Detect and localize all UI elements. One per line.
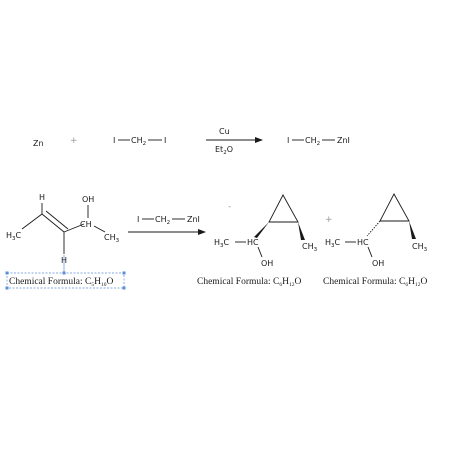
atom-h3c: H3C (6, 231, 22, 242)
atom-ch3: CH3 (412, 242, 428, 253)
catalyst-label: Cu (219, 127, 230, 136)
reaction-arrow-1: Cu Et2O (206, 127, 263, 156)
selection-handle (5, 271, 9, 275)
iodomethylzinc-iodide: I CH2 ZnI (287, 136, 350, 147)
product-1-formula: Chemical Formula: C6H12O (197, 277, 301, 288)
iodine-left: I (287, 136, 289, 145)
reagent-iodine: I (137, 215, 139, 224)
selection-frame (6, 272, 125, 289)
ch2-label: CH2 (305, 136, 320, 147)
selection-handle (5, 286, 9, 290)
reagent-ch2: CH2 (155, 215, 170, 226)
selection-handle (62, 271, 66, 275)
selection-handle (122, 271, 126, 275)
atom-ch: CH (80, 220, 92, 229)
product-2-formula: Chemical Formula: C6H12O (323, 277, 427, 288)
reaction-arrow-2: I CH2 ZnI (128, 215, 206, 235)
atom-h3c: H3C (325, 238, 341, 249)
atom-h3c: H3C (214, 238, 230, 249)
dash-mark: - (228, 202, 231, 212)
cyclopropane-ring (268, 194, 299, 223)
hashed-bond (366, 220, 381, 237)
atom-oh: OH (261, 259, 273, 268)
plus-sign-1: + (70, 136, 78, 146)
bond (21, 213, 43, 230)
atom-oh: OH (82, 195, 94, 204)
atom-ch3: CH3 (104, 233, 120, 244)
atom-hc: HC (357, 238, 369, 247)
double-bond (41, 213, 65, 233)
atom-oh: OH (372, 259, 384, 268)
bond (63, 223, 85, 233)
iodine-right: I (164, 136, 166, 145)
atom-hc: HC (247, 238, 259, 247)
wedge-bond (254, 222, 269, 238)
plus-sign-2: + (325, 215, 333, 225)
selection-handle (122, 286, 126, 290)
zinc-label: Zn (33, 139, 44, 148)
atom-ch3: CH3 (302, 242, 318, 253)
reactant-alkenol: H H3C H CH OH CH3 (6, 193, 120, 272)
cyclopropane-ring (379, 193, 410, 222)
reactant-formula-box[interactable]: Chemical Formula: C5H10O (5, 271, 126, 290)
ch2-label: CH2 (131, 136, 146, 147)
product-1-cyclopropane: CH3 HC H3C OH (214, 194, 318, 268)
reactant-formula-text: Chemical Formula: C5H10O (9, 277, 113, 288)
atom-h-top: H (39, 193, 45, 202)
iodine-left: I (113, 136, 115, 145)
zni-label: ZnI (337, 136, 350, 145)
wedge-bond (409, 221, 416, 239)
double-bond (45, 210, 69, 230)
diiodomethane: I CH2 I (113, 136, 166, 147)
solvent-label: Et2O (215, 145, 233, 156)
reaction-1: Zn + I CH2 I Cu Et2O I CH2 ZnI (33, 127, 350, 156)
product-2-cyclopropane: CH3 HC H3C OH (325, 193, 428, 268)
wedge-bond (298, 222, 305, 240)
reagent-zni: ZnI (187, 215, 200, 224)
bond (93, 225, 106, 233)
bond (367, 246, 373, 258)
bond (257, 246, 263, 258)
